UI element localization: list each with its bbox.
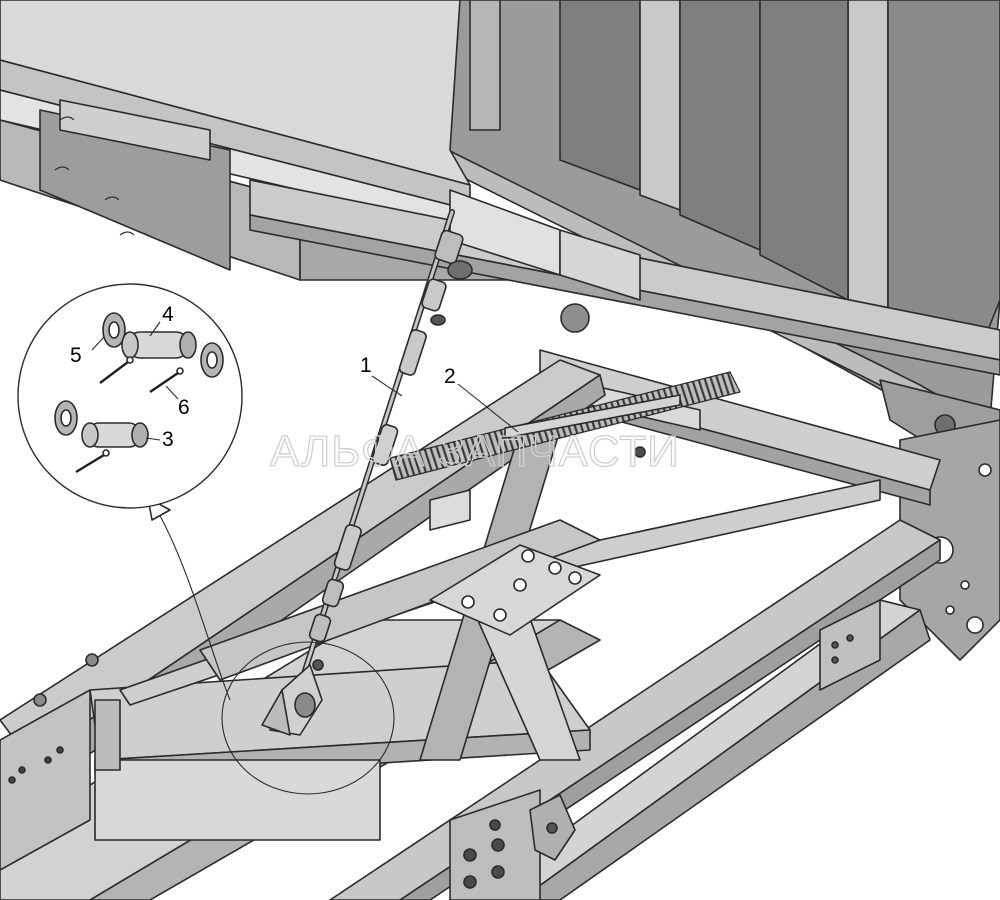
pin-3-icon (81, 422, 149, 448)
callout-2: 2 (444, 365, 456, 388)
safety-stay-rod (261, 209, 473, 736)
watermark: АЛЬФА ЗАПЧАСТИ (270, 427, 680, 476)
leader-3 (145, 437, 161, 441)
cotter-pin-lower-icon (75, 449, 110, 474)
callout-6: 6 (178, 396, 190, 419)
leader-4 (149, 321, 161, 337)
spring-anchor-bolt (634, 446, 646, 458)
leader-2 (457, 383, 519, 433)
washer-lower-icon (54, 400, 78, 436)
leader-5 (91, 336, 105, 351)
return-spring (389, 371, 741, 481)
washer-right-icon (200, 342, 224, 378)
cotter-pin-6-icon (149, 367, 184, 393)
callout-4: 4 (162, 303, 174, 326)
detail-leader (157, 511, 231, 701)
washer-5-icon (102, 312, 126, 348)
callout-5: 5 (70, 344, 82, 367)
callout-3: 3 (162, 428, 174, 451)
detail-highlight-circle (221, 641, 395, 795)
cotter-pin-upper-icon (99, 356, 134, 384)
frame-hole (560, 303, 590, 333)
leader-1 (371, 375, 403, 397)
leader-6 (165, 385, 179, 400)
chassis-frame (0, 349, 1000, 900)
callout-1: 1 (360, 354, 372, 377)
pin-4-icon (121, 331, 197, 359)
pin-detail-inset: 4 5 6 3 (17, 283, 243, 509)
